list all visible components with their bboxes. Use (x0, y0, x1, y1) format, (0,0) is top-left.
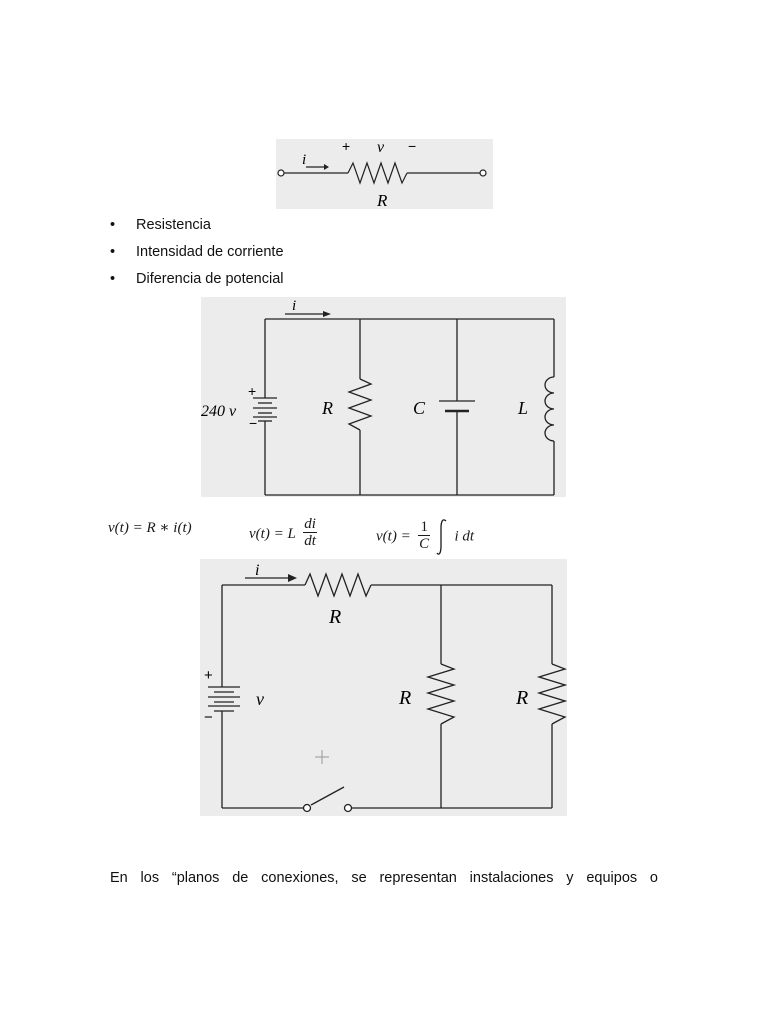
series-parallel-circuit-diagram: i + − v R R R (204, 562, 567, 813)
capacitor-numerator: 1 (418, 518, 430, 536)
resistor-symbol-diagram: i + v − R (277, 139, 487, 209)
minus-sign: − (204, 709, 213, 726)
current-label: i (292, 298, 296, 314)
bullet-item: Diferencia de potencial (110, 270, 284, 297)
minus-sign: − (249, 415, 257, 431)
right-resistor-label: R (515, 687, 528, 709)
plus-sign: + (248, 383, 256, 399)
inductor-equation-lhs: v(t) = L (249, 525, 296, 542)
bullet-item: Intensidad de corriente (110, 243, 284, 270)
resistor-label: R (321, 398, 333, 418)
equations-row: v(t) = R ∗ i(t) v(t) = L di dt v(t) = 1 … (108, 504, 528, 555)
resistor-symbol-figure: i + v − R (276, 139, 493, 209)
plus-sign: + (342, 139, 350, 154)
current-label: i (302, 152, 306, 168)
inductor-denominator: dt (304, 533, 316, 549)
minus-sign: − (408, 139, 416, 154)
capacitor-fraction: 1 C (418, 519, 430, 552)
source-label: 240 v (201, 403, 237, 420)
current-arrow-head (323, 311, 331, 317)
switch-terminal-left (302, 803, 312, 813)
current-arrow-head (324, 164, 329, 170)
bullet-list: Resistencia Intensidad de corriente Dife… (110, 216, 284, 297)
current-arrow-head (288, 574, 297, 582)
capacitor-equation: v(t) = 1 C i dt (376, 518, 474, 556)
current-label: i (255, 562, 259, 579)
resistor-equation: v(t) = R ∗ i(t) (108, 520, 192, 536)
inductor-numerator: di (303, 516, 317, 533)
top-resistor-zigzag (304, 572, 372, 598)
source-label: v (256, 689, 264, 709)
right-resistor-zigzag (536, 663, 567, 725)
capacitor-equation-lhs: v(t) = (376, 528, 411, 545)
inductor-coil (544, 376, 555, 442)
resistor-zigzag (347, 378, 373, 431)
capacitor-equation-rhs: i dt (454, 528, 475, 545)
switch-lever (310, 786, 345, 806)
capacitor-label: C (413, 398, 426, 418)
resistor-zigzag (347, 161, 408, 185)
switch-terminal-right (343, 803, 353, 813)
terminal-left (277, 169, 285, 177)
rlc-circuit-figure: i + − 240 v R C L (201, 297, 566, 497)
middle-resistor-label: R (398, 687, 411, 709)
inductor-fraction: di dt (303, 516, 317, 549)
plus-sign: + (204, 667, 213, 684)
voltage-label: v (377, 139, 385, 156)
capacitor-denominator: C (419, 535, 430, 552)
integral-sign-icon (436, 519, 447, 555)
bullet-item: Resistencia (110, 216, 284, 243)
inductor-label: L (517, 398, 528, 418)
series-parallel-circuit-figure: i + − v R R R (200, 559, 567, 816)
top-resistor-label: R (328, 606, 341, 628)
rlc-circuit-diagram: i + − 240 v R C L (201, 298, 555, 496)
inductor-equation: v(t) = L di dt (249, 516, 317, 551)
middle-resistor-zigzag (425, 663, 457, 725)
body-paragraph: En los “planos de conexiones, se represe… (110, 870, 658, 886)
terminal-right (479, 169, 487, 177)
resistor-label: R (376, 191, 388, 209)
